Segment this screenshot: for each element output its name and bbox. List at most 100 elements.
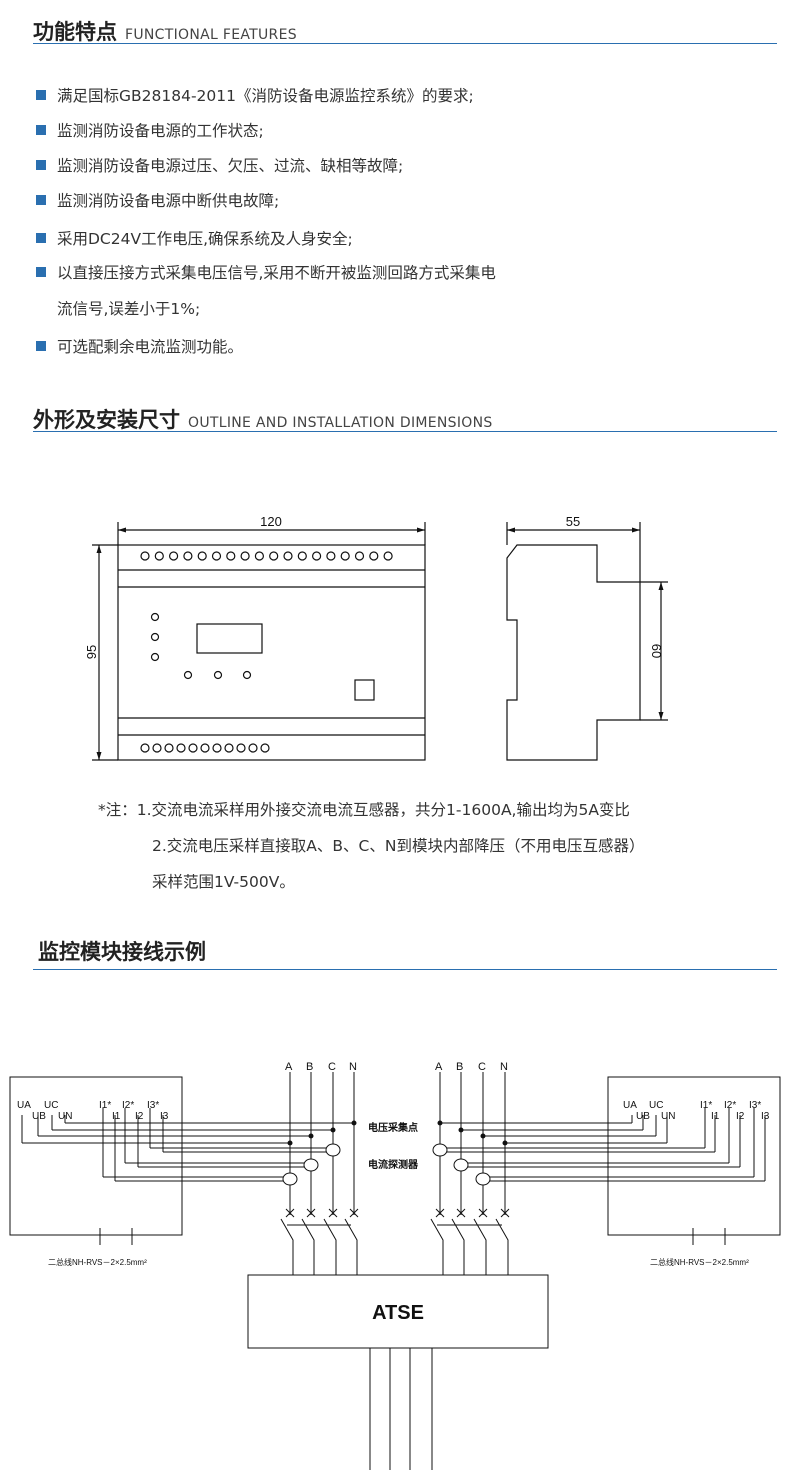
bottom-terminals <box>140 743 270 753</box>
feature-item: 监测消防设备电源过压、欠压、过流、缺相等故障; <box>36 154 403 176</box>
terminal-label: I3* <box>749 1100 761 1111</box>
front-view <box>92 522 426 761</box>
section-title: 功能特点 <box>33 20 117 44</box>
bullet-icon <box>36 160 46 170</box>
feature-text: 监测消防设备电源的工作状态; <box>57 122 264 140</box>
switch-blade <box>323 1218 337 1275</box>
terminal-circle <box>369 551 379 561</box>
junction-dot <box>458 1127 464 1133</box>
terminal-circle <box>176 743 186 753</box>
feature-text: 以直接压接方式采集电压信号,采用不断开被监测回路方式采集电 <box>57 264 496 282</box>
bullet-icon <box>36 90 46 100</box>
note-line: *注：1.交流电流采样用外接交流电流互感器，共分1-1600A,输出均为5A变比 <box>98 801 630 819</box>
terminal-circle <box>140 743 150 753</box>
module-box-right <box>607 1076 781 1236</box>
current-detector-icon <box>325 1143 341 1157</box>
section-title: 监控模块接线示例 <box>38 940 206 964</box>
phase-label: A <box>435 1061 443 1073</box>
terminal-label: I1 <box>711 1111 720 1122</box>
features-heading: 功能特点 FUNCTIONAL FEATURES <box>33 16 777 44</box>
switch-blade <box>495 1218 509 1275</box>
terminal-circle <box>283 551 293 561</box>
junction-dot <box>502 1140 508 1146</box>
junction-dot <box>308 1133 314 1139</box>
current-detector-label: 电流探测器 <box>368 1158 419 1171</box>
breaker-x-icon <box>349 1208 359 1218</box>
switch-blade <box>451 1218 465 1275</box>
terminal-circle <box>183 551 193 561</box>
phase-label: A <box>285 1061 293 1073</box>
terminal-circle <box>269 551 279 561</box>
terminal-label: UN <box>58 1111 72 1122</box>
terminal-label: I1* <box>99 1100 111 1111</box>
terminal-circle <box>297 551 307 561</box>
feature-item: 监测消防设备电源中断供电故障; <box>36 189 279 211</box>
terminal-label: I3 <box>761 1111 770 1122</box>
junction-dot <box>437 1120 443 1126</box>
wiring-heading: 监控模块接线示例 <box>33 936 777 970</box>
phase-label: C <box>328 1061 336 1073</box>
terminal-circle <box>152 743 162 753</box>
terminal-circle <box>326 551 336 561</box>
switch-blade <box>344 1218 358 1275</box>
terminal-circle <box>226 551 236 561</box>
feature-text: 监测消防设备电源过压、欠压、过流、缺相等故障; <box>57 157 404 175</box>
dim-width-label: 120 <box>260 514 282 529</box>
terminal-circle <box>164 743 174 753</box>
switch-blade <box>280 1218 294 1275</box>
terminal-label: I3* <box>147 1100 159 1111</box>
terminal-circle <box>236 743 246 753</box>
dimension-arrows <box>96 527 425 760</box>
feature-item: 可选配剩余电流监测功能。 <box>36 335 243 357</box>
feature-item: 以直接压接方式采集电压信号,采用不断开被监测回路方式采集电 <box>36 261 496 283</box>
terminal-label: UC <box>44 1100 58 1111</box>
terminal-label: UB <box>32 1111 46 1122</box>
terminal-label: UA <box>17 1100 31 1111</box>
switch-blade <box>430 1218 444 1275</box>
section-subtitle: OUTLINE AND INSTALLATION DIMENSIONS <box>188 415 493 431</box>
bus-label: 二总线NH-RVS－2×2.5mm² <box>650 1257 749 1267</box>
terminal-circle <box>383 551 393 561</box>
terminal-label: I2* <box>122 1100 134 1111</box>
breaker-x-icon <box>478 1208 488 1218</box>
phase-label: N <box>500 1061 508 1073</box>
dim-side-width-label: 55 <box>566 514 580 529</box>
switch-blade <box>473 1218 487 1275</box>
terminal-circle <box>240 551 250 561</box>
wiring-diagram <box>9 1072 781 1470</box>
bullet-icon <box>36 341 46 351</box>
feature-item: 监测消防设备电源的工作状态; <box>36 119 264 141</box>
junction-dot <box>480 1133 486 1139</box>
breaker-x-icon <box>328 1208 338 1218</box>
current-detector-icon <box>432 1143 448 1157</box>
terminal-circle <box>254 551 264 561</box>
phase-label: B <box>306 1061 313 1073</box>
side-view <box>506 522 668 761</box>
terminal-circle <box>248 743 258 753</box>
breaker-x-icon <box>435 1208 445 1218</box>
terminal-circle <box>140 551 150 561</box>
feature-text: 采用DC24V工作电压,确保系统及人身安全; <box>57 230 353 248</box>
bullet-icon <box>36 125 46 135</box>
terminal-label: UC <box>649 1100 663 1111</box>
feature-item: 满足国标GB28184-2011《消防设备电源监控系统》的要求; <box>36 84 474 106</box>
section-subtitle: FUNCTIONAL FEATURES <box>125 27 297 43</box>
terminal-label: I2* <box>724 1100 736 1111</box>
terminal-circle <box>312 551 322 561</box>
terminal-label: I1 <box>112 1111 121 1122</box>
feature-text: 可选配剩余电流监测功能。 <box>57 338 244 356</box>
phase-label: B <box>456 1061 463 1073</box>
note-line: 2.交流电压采样直接取A、B、C、N到模块内部降压（不用电压互感器） <box>152 837 645 855</box>
feature-text: 监测消防设备电源中断供电故障; <box>57 192 280 210</box>
phase-label: C <box>478 1061 486 1073</box>
breaker-x-icon <box>285 1208 295 1218</box>
terminal-circle <box>260 743 270 753</box>
square-port <box>354 679 375 701</box>
terminal-label: I1* <box>700 1100 712 1111</box>
terminal-label: UA <box>623 1100 637 1111</box>
terminal-circle <box>154 551 164 561</box>
bullet-icon <box>36 267 46 277</box>
switch-blade <box>301 1218 315 1275</box>
terminal-label: I2 <box>736 1111 745 1122</box>
